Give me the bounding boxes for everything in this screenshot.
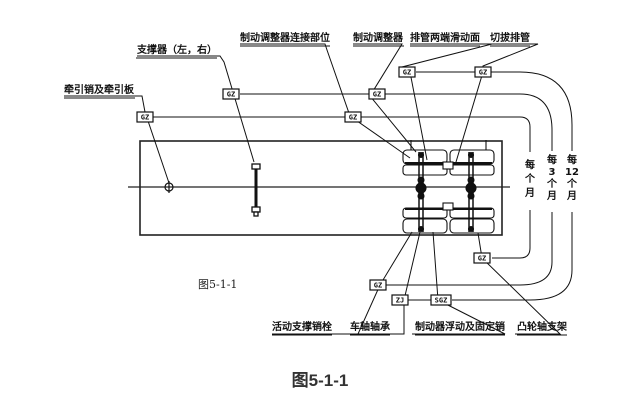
bottom-labels: 活动支撑销栓 车轴轴承 制动器浮动及固定销凸轮轴支架 [272,320,567,336]
callout-label-brake-pipe-ends: 排管两端滑动面 [410,31,480,44]
tag-box-text: GZ [227,91,235,99]
tag-box-text: GZ [349,114,357,122]
leader-support [137,55,255,163]
top-labels: 牵引销及牵引板 支撑器（左，右） 制动调整器连接部位 制动调整器排管两端滑动面切拔排管 [64,31,530,99]
tag-box-frame [136,111,154,123]
path-3months [240,93,553,152]
tag-box-support: GZ [222,88,240,100]
inner-figure-label: 图5-1-1 [198,278,237,291]
interval-char: 3 [549,167,556,178]
tag-box-frame [473,252,491,264]
tag-boxes: GZ GZ GZ GZ GZ GZ GZ ZJ SGZ GZ [136,66,492,306]
tag-box-text: GZ [478,255,486,263]
leader-brake-adjuster-joint [240,43,411,159]
interval-char: 月 [546,190,557,202]
path-3months-lower [386,212,553,286]
tag-box-text: GZ [374,282,382,290]
callout-label-cam-bracket: 凸轮轴支架 [517,320,567,333]
tag-box-text: GZ [479,69,487,77]
tag-box-frame [398,66,416,78]
tag-box-cam-bracket: GZ [473,252,491,264]
leader-cam-bracket [477,232,562,335]
figure-caption: 图5-1-1 [291,371,349,390]
support-stand-icon [251,163,261,217]
interval-char: 个 [566,177,578,190]
leader-coupler [64,95,170,184]
callout-label-support: 支撑器（左，右） [136,43,217,56]
interval-char: 月 [524,187,535,199]
tag-box-frame [222,88,240,100]
tag-box-text: GZ [403,69,411,77]
path-monthly-lower [492,210,531,259]
leader-brake-adjuster [353,43,417,153]
tag-box-frame [368,88,386,100]
leader-movable-pin [272,231,413,335]
tag-box-text: SGZ [435,297,448,305]
tag-box-frame [430,294,452,306]
leader-brake-float [412,231,506,335]
interval-char: 每 [525,158,535,171]
interval-char: 每 [547,153,557,166]
leader-axle-box [350,231,421,335]
leader-cut-pipe [455,43,539,163]
callout-label-brake-adjuster: 制动调整器 [353,31,404,44]
tag-box-coupler: GZ [136,111,154,123]
tag-box-cut-pipe: GZ [474,66,492,78]
callout-label-brake-adjuster-joint: 制动调整器连接部位 [240,31,330,44]
tag-box-axle-box: ZJ [391,294,409,306]
interval-char: 月 [566,190,577,202]
tag-box-brake-pipe-ends: GZ [398,66,416,78]
tag-box-movable-pin: GZ [369,279,387,291]
tag-box-brake-adjuster-joint: GZ [344,111,362,123]
tag-box-brake-float: SGZ [430,294,452,306]
callout-label-brake-float: 制动器浮动及固定销 [415,320,505,333]
tag-box-brake-adjuster: GZ [368,88,386,100]
callout-label-axle-box: 车轴轴承 [350,320,390,333]
callout-label-cut-pipe: 切拔排管 [490,31,530,44]
tag-box-text: GZ [141,114,149,122]
callout-label-movable-pin: 活动支撑销栓 [272,320,332,333]
tag-box-frame [391,294,409,306]
interval-char: 个 [524,172,536,185]
tag-box-text: ZJ [396,297,404,305]
path-12months [416,71,573,152]
leader-brake-pipe-ends [400,43,493,161]
tag-box-frame [474,66,492,78]
callout-label-coupler: 牵引销及牵引板 [64,83,135,96]
interval-char: 个 [546,177,558,190]
vehicle-frame [139,140,503,236]
tag-box-frame [369,279,387,291]
interval-label-0: 每个月 [524,156,536,202]
tag-box-text: GZ [373,91,381,99]
path-12months-lower [452,212,573,301]
interval-char: 12 [565,167,579,178]
path-monthly [153,116,531,152]
interval-char: 每 [567,153,577,166]
tag-box-frame [344,111,362,123]
